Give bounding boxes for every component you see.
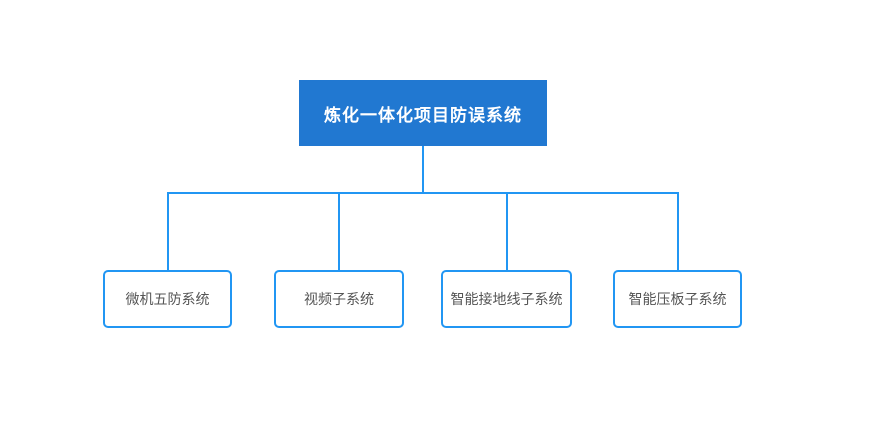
child-node-weiji-wufang[interactable]: 微机五防系统 — [103, 270, 232, 328]
child-node-label: 微机五防系统 — [125, 291, 210, 307]
root-node-label: 炼化一体化项目防误系统 — [324, 105, 522, 125]
child-node-label: 智能压板子系统 — [628, 291, 727, 307]
child-node-shipin[interactable]: 视频子系统 — [274, 270, 404, 328]
connector-drop-2 — [338, 193, 340, 270]
connector-drop-1 — [167, 193, 169, 270]
child-node-jiedixian[interactable]: 智能接地线子系统 — [441, 270, 572, 328]
child-node-label: 智能接地线子系统 — [450, 291, 563, 307]
root-node-fangwu-system[interactable]: 炼化一体化项目防误系统 — [299, 80, 547, 146]
child-node-label: 视频子系统 — [304, 291, 374, 307]
connector-drop-3 — [506, 193, 508, 270]
connector-drop-4 — [677, 193, 679, 270]
connector-root-stem — [422, 146, 424, 194]
child-node-yaban[interactable]: 智能压板子系统 — [613, 270, 742, 328]
connector-bus-line — [167, 192, 679, 194]
